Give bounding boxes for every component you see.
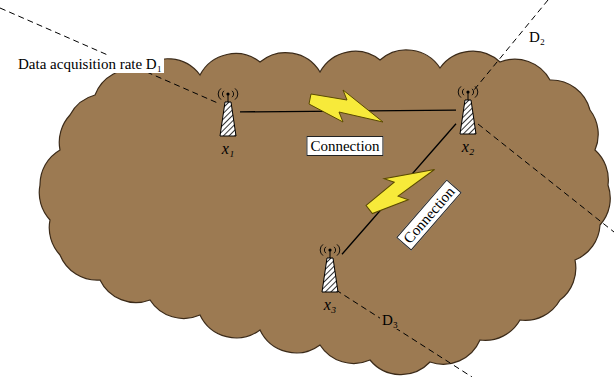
data-rate-line (478, 124, 614, 232)
rate-label: Data acquisition rate D₁ (16, 55, 164, 73)
tower-body (220, 102, 236, 136)
antenna-mast (228, 95, 229, 102)
antenna-node: x₃ (318, 242, 342, 294)
radio-wave (475, 86, 478, 97)
antenna-icon (216, 86, 240, 138)
radio-wave (334, 247, 336, 253)
radio-wave (324, 247, 326, 253)
radio-wave (232, 91, 234, 97)
radio-wave (222, 91, 224, 97)
data-rate-line (336, 290, 472, 377)
antenna-node: x₁ (216, 86, 240, 138)
rate-label: D₂ (527, 28, 547, 46)
antenna-icon (318, 242, 342, 294)
radio-wave (320, 244, 323, 255)
data-rate-line (474, 0, 548, 90)
tower-body (460, 100, 476, 134)
radio-wave (337, 244, 340, 255)
data-rate-line (0, 8, 220, 104)
connection-label: Connection (306, 136, 383, 156)
node-label: x₃ (324, 296, 337, 314)
node-label: x₂ (462, 138, 475, 156)
rate-label: D₃ (380, 311, 400, 329)
lightning-bolt (309, 90, 383, 122)
tower-body (322, 258, 338, 292)
radio-wave (218, 88, 221, 99)
terrain-cloud (39, 50, 610, 375)
radio-wave (462, 89, 464, 95)
antenna-icon (456, 84, 480, 136)
node-label: x₁ (222, 140, 235, 158)
antenna-node: x₂ (456, 84, 480, 136)
radio-wave (235, 88, 238, 99)
antenna-mast (468, 93, 469, 100)
radio-wave (472, 89, 474, 95)
radio-wave (458, 86, 461, 97)
antenna-mast (330, 251, 331, 258)
